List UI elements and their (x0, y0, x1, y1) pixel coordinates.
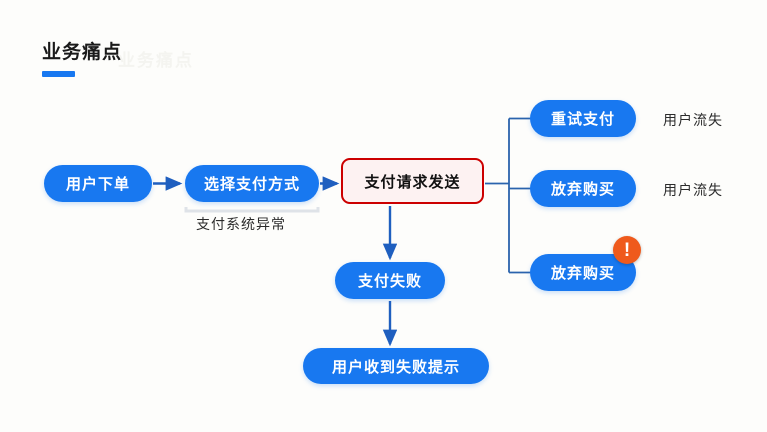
node-label: 用户下单 (65, 175, 130, 193)
node-abandon-purchase-1[interactable]: 放弃购买 (530, 170, 636, 207)
title-block: 业务痛点 (42, 40, 122, 77)
node-select-payment-method[interactable]: 选择支付方式 (185, 165, 319, 202)
node-payment-failed[interactable]: 支付失败 (335, 262, 445, 299)
node-label: 放弃购买 (550, 180, 615, 198)
watermark-text: 业务痛点 (118, 51, 194, 71)
node-label: 放弃购买 (550, 264, 615, 282)
annotation-payment-system-error: 支付系统异常 (196, 217, 286, 233)
node-label: 选择支付方式 (203, 175, 300, 193)
node-retry-payment[interactable]: 重试支付 (530, 100, 636, 137)
bracket-under-select (184, 207, 320, 213)
title-underline-bar (42, 71, 75, 77)
node-label: 用户收到失败提示 (331, 357, 460, 376)
node-label: 支付失败 (357, 272, 422, 290)
exclamation-glyph: ! (623, 239, 631, 261)
node-payment-request-sent[interactable]: 支付请求发送 (341, 158, 484, 204)
node-label: 重试支付 (550, 110, 615, 128)
annotation-user-churn-1: 用户流失 (663, 113, 723, 129)
annotation-user-churn-2: 用户流失 (663, 183, 723, 199)
node-user-places-order[interactable]: 用户下单 (44, 165, 152, 202)
node-label: 支付请求发送 (364, 172, 461, 191)
exclamation-icon: ! (613, 236, 641, 264)
node-user-receives-failure-notice[interactable]: 用户收到失败提示 (303, 348, 489, 384)
page-title: 业务痛点 (42, 41, 123, 63)
